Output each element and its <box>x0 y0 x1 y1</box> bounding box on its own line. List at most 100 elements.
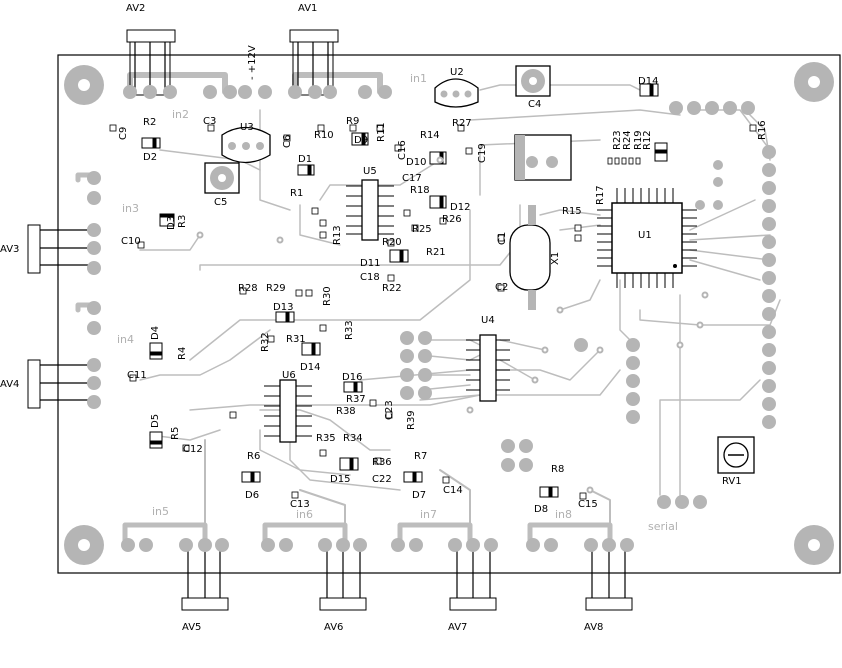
label-r6: R6 <box>247 451 260 462</box>
label-r13: R13 <box>332 225 343 245</box>
top-pad-row <box>123 85 392 99</box>
label-r2: R2 <box>143 117 156 128</box>
label-c13: C13 <box>290 499 310 510</box>
label-d16: D16 <box>342 372 362 383</box>
label-r28: R28 <box>238 283 258 294</box>
chip-u5-label: U5 <box>363 166 377 177</box>
connector-av2: AV2 <box>126 3 176 96</box>
potentiometer-rv1-label: RV1 <box>722 476 742 487</box>
label-r38: R38 <box>336 406 356 417</box>
label-r1: R1 <box>290 188 303 199</box>
label-r3: R3 <box>177 215 188 228</box>
capacitor-c5-body <box>204 162 240 194</box>
connector-av2-label: AV2 <box>126 3 145 14</box>
crystal-x1: X1 <box>509 205 561 310</box>
label-c19: C19 <box>477 143 488 163</box>
chip-u2: U2 <box>434 67 479 108</box>
label-r5: R5 <box>170 427 181 440</box>
label-r21: R21 <box>426 247 446 258</box>
label-c6: C6 <box>282 135 293 148</box>
connector-av3: AV3 <box>0 171 101 275</box>
label-r29: R29 <box>266 283 286 294</box>
diodes <box>141 83 668 498</box>
label-d10: D10 <box>406 157 426 168</box>
label-d6: D6 <box>245 490 259 501</box>
connector-av8: AV8 <box>526 538 634 633</box>
input-label-in5: in5 <box>152 505 169 518</box>
label-c5: C5 <box>214 197 227 208</box>
capacitor-c4-body <box>515 65 551 97</box>
label-r34: R34 <box>343 433 363 444</box>
resistor-labels: R1 R2 R3 R4 R5 R6 R7 R8 R9 R10 R11 R12 R… <box>143 116 768 475</box>
label-r30: R30 <box>322 286 333 306</box>
middle-pad-clusters <box>400 160 723 472</box>
input-label-in6: in6 <box>296 508 313 521</box>
label-r12: R12 <box>642 130 653 150</box>
label-r10: R10 <box>314 130 334 141</box>
label-r24: R24 <box>622 130 633 150</box>
label-c12: C12 <box>183 444 203 455</box>
label-c2: C2 <box>495 282 508 293</box>
right-pad-column <box>657 101 776 509</box>
label-r4: R4 <box>177 347 188 360</box>
label-r14: R14 <box>420 130 440 141</box>
input-label-in4: in4 <box>117 333 134 346</box>
label-r37: R37 <box>346 394 366 405</box>
label-r23: R23 <box>612 130 623 150</box>
chip-u1: U1 <box>597 188 697 288</box>
connector-av6: AV6 <box>261 538 367 633</box>
input-label-in2: in2 <box>172 108 189 121</box>
label-r19: R19 <box>633 130 644 150</box>
label-c11: C11 <box>127 370 147 381</box>
connector-av3-label: AV3 <box>0 244 19 255</box>
label-c1: C1 <box>497 232 508 245</box>
serial-label: serial <box>648 520 678 533</box>
connector-av5-label: AV5 <box>182 622 201 633</box>
chip-u3: U3 <box>221 122 271 164</box>
label-c3: C3 <box>203 116 216 127</box>
label-d13: D13 <box>273 302 293 313</box>
label-r11: R11 <box>376 122 387 142</box>
label-r36: R36 <box>372 457 392 468</box>
label-d7: D7 <box>412 490 426 501</box>
connector-av6-label: AV6 <box>324 622 343 633</box>
label-r26: R26 <box>442 214 462 225</box>
label-r25: R25 <box>412 224 432 235</box>
label-r16: R16 <box>757 120 768 140</box>
power-label: - +12V <box>247 45 258 80</box>
crystal-x1-label: X1 <box>550 252 561 265</box>
label-r8: R8 <box>551 464 564 475</box>
input-label-in3: in3 <box>122 202 139 215</box>
label-d5: D5 <box>150 414 161 428</box>
label-d12: D12 <box>450 202 470 213</box>
chip-u6-label: U6 <box>282 370 296 381</box>
label-d3: D3 <box>166 216 177 230</box>
label-c16: C16 <box>397 140 408 160</box>
label-c14: C14 <box>443 485 463 496</box>
connector-av4: AV4 <box>0 301 101 409</box>
chip-u3-label: U3 <box>240 122 254 133</box>
label-d14b: D14 <box>300 362 320 373</box>
board-outline <box>57 54 841 574</box>
label-r18: R18 <box>410 185 430 196</box>
label-d9: D9 <box>354 135 368 146</box>
label-r22: R22 <box>382 283 402 294</box>
diode-labels: D1 D2 D3 D4 D5 D6 D7 D8 D9 D10 D11 D12 D… <box>143 76 658 515</box>
label-r20: R20 <box>382 237 402 248</box>
label-r35: R35 <box>316 433 336 444</box>
label-c4: C4 <box>528 99 541 110</box>
connector-av5: AV5 <box>121 538 229 633</box>
regulator-block <box>514 134 572 181</box>
mounting-holes <box>64 62 834 565</box>
label-r31: R31 <box>286 334 306 345</box>
label-r15: R15 <box>562 206 582 217</box>
label-c23: C23 <box>384 400 395 420</box>
label-r27: R27 <box>452 118 472 129</box>
chip-u4-label: U4 <box>481 315 495 326</box>
capacitor-labels: C1 C2 C3 C4 C5 C6 C9 C10 C11 C12 C13 C14… <box>118 99 598 510</box>
label-c10: C10 <box>121 236 141 247</box>
potentiometer-rv1: RV1 <box>717 436 755 487</box>
label-d14: D14 <box>638 76 658 87</box>
label-c18: C18 <box>360 272 380 283</box>
